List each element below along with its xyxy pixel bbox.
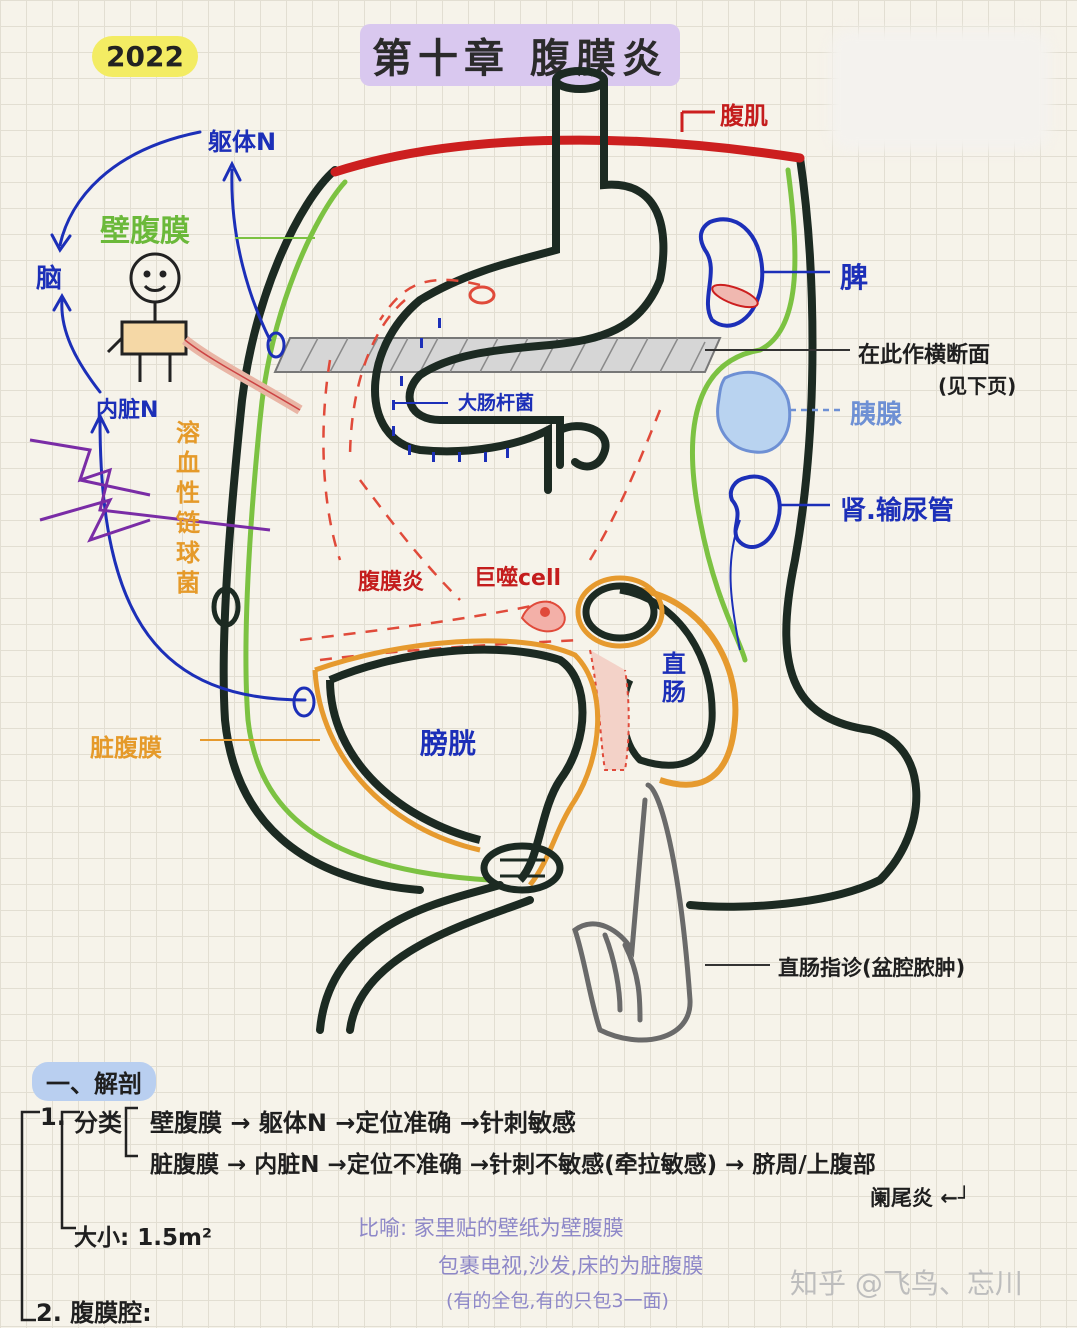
stick-figure-icon (106, 252, 202, 382)
macrophage (520, 600, 566, 633)
label-somatic-nerve: 躯体N (208, 128, 277, 156)
stomach (371, 67, 668, 494)
parietal-peritoneum-line (243, 167, 798, 883)
item1-label: 分类 (74, 1109, 122, 1137)
note-row-visceral: 脏腹膜 → 内脏N →定位不准确 →针刺不敏感(牵拉敏感) → 脐周/上腹部 (150, 1152, 876, 1178)
label-peritonitis: 腹膜炎 (358, 570, 425, 595)
finger-icon (572, 782, 693, 1043)
label-visceral-peritoneum: 脏腹膜 (90, 734, 162, 762)
note-row-parietal: 壁腹膜 → 躯体N →定位准确 →针刺敏感 (150, 1109, 576, 1137)
label-rectal-exam: 直肠指诊(盆腔脓肿) (778, 956, 966, 980)
analogy-line-2: 包裹电视,沙发,床的为脏腹膜 (438, 1254, 704, 1278)
peritoneum-diagram (29, 67, 921, 1043)
abdominal-wall-outline (219, 154, 921, 911)
label-abdominal-muscle: 腹肌 (720, 102, 768, 130)
bacteria-dots (392, 318, 509, 462)
rectum (575, 575, 739, 788)
label-see-next-page: (见下页) (938, 374, 1017, 398)
cross-section-plane (273, 337, 722, 373)
urethra (316, 881, 534, 1034)
spleen (698, 217, 830, 328)
pancreas (716, 370, 840, 454)
analogy-line-3: (有的全包,有的只包3一面) (446, 1290, 669, 1312)
page-title: 第十章 腹膜炎 (360, 24, 680, 86)
syringe-icon (29, 438, 271, 543)
year-badge: 2022 (92, 36, 198, 77)
item2-label: 2. 腹膜腔: (36, 1299, 152, 1327)
note-size: 大小: 1.5m² (74, 1225, 212, 1251)
kidney (728, 474, 830, 651)
label-spleen: 脾 (840, 261, 869, 294)
label-parietal-peritoneum: 壁腹膜 (100, 214, 190, 249)
label-visceral-nerve: 内脏N (96, 398, 159, 423)
watermark: 知乎 @飞鸟、忘川 (790, 1267, 1023, 1300)
item1-number: 1. (40, 1103, 66, 1131)
label-bacteria: 大肠杆菌 (458, 392, 535, 414)
label-cross-section: 在此作横断面 (858, 343, 991, 368)
analogy-line-1: 比喻: 家里贴的壁纸为壁腹膜 (358, 1216, 624, 1240)
bladder (312, 638, 601, 894)
label-bladder: 膀胱 (420, 727, 477, 760)
label-pancreas: 胰腺 (850, 400, 903, 430)
label-macrophage: 巨噬cell (474, 566, 562, 591)
note-row-appendicitis: 阑尾炎 ←┘ (870, 1186, 971, 1210)
label-hemolytic-strep: 溶血性链球菌 (176, 419, 200, 597)
notes-brackets (20, 1106, 138, 1322)
label-kidney-ureter: 肾.输尿管 (840, 496, 954, 526)
label-rectum: 直肠 (662, 650, 686, 706)
label-brain: 脑 (36, 264, 63, 294)
abdominal-muscle-line (330, 135, 805, 177)
section-heading: 一、解剖 (32, 1062, 156, 1101)
blurred-area (830, 30, 1050, 150)
